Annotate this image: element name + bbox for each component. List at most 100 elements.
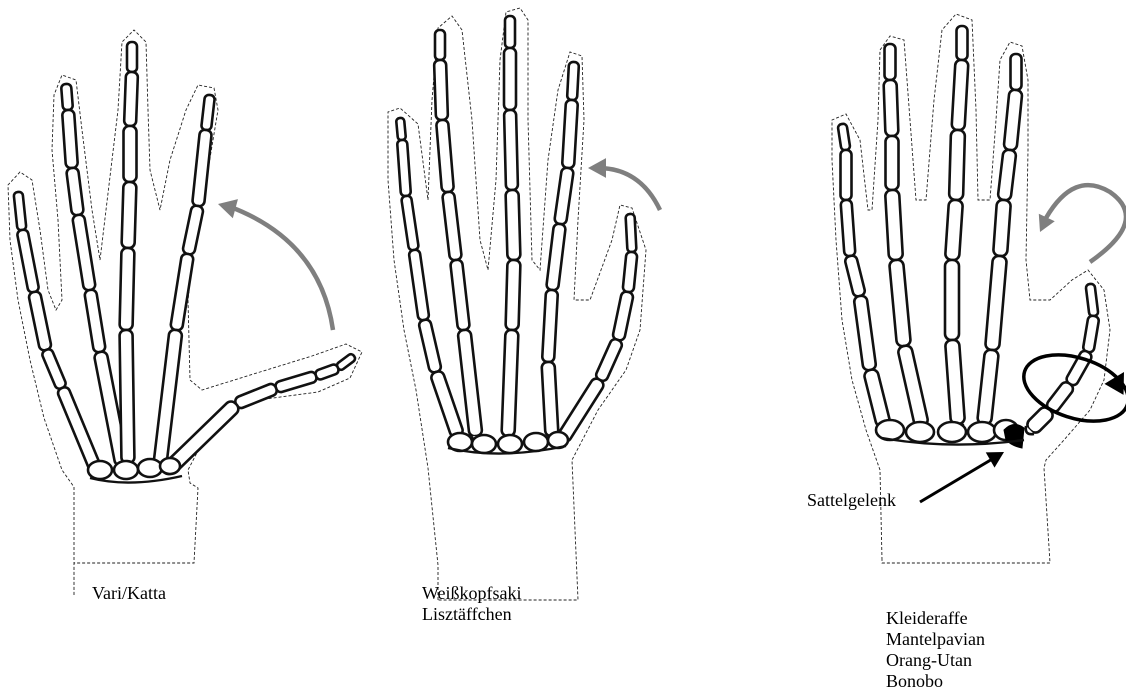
- caption-hand-2: Weißkopfsaki Lisztäffchen: [422, 583, 522, 625]
- finger-4-bone: [885, 190, 903, 261]
- finger-3-bone: [127, 42, 137, 72]
- caption-line: Orang-Utan: [886, 650, 985, 671]
- finger-4-bone: [442, 191, 462, 260]
- finger-3-bone: [945, 200, 963, 261]
- finger-4-bone: [889, 259, 911, 346]
- carpal-bone: [524, 433, 548, 451]
- hand-vari-katta: [8, 30, 362, 595]
- finger-2-bone: [154, 329, 183, 465]
- finger-5-bone: [841, 200, 856, 257]
- finger-2-bone: [562, 100, 578, 169]
- thumb-bone: [626, 214, 637, 252]
- finger-5-bone: [41, 348, 67, 390]
- caption-line: Lisztäffchen: [422, 604, 522, 625]
- caption-hand-3: Kleideraffe Mantelpavian Orang-Utan Bono…: [886, 608, 985, 692]
- hand-kleideraffe: [832, 14, 1126, 563]
- finger-2-bone: [977, 349, 999, 425]
- thumb-bone: [234, 382, 278, 409]
- thumb-bone: [595, 338, 624, 383]
- finger-3-bone: [504, 110, 518, 190]
- finger-5-bone: [863, 368, 891, 427]
- saddle-joint: [1004, 424, 1024, 448]
- carpal-bone: [472, 435, 496, 453]
- movement-arrow: [598, 168, 660, 210]
- finger-2-bone: [546, 223, 566, 290]
- hand-weisskopfsaki: [388, 8, 660, 600]
- carpal-bone: [968, 422, 996, 442]
- finger-4-bone: [897, 344, 929, 427]
- finger-3-bone: [952, 60, 969, 131]
- finger-5-bone: [854, 295, 877, 371]
- finger-2-bone: [201, 94, 215, 130]
- caption-line: Vari/Katta: [92, 583, 166, 604]
- carpal-bone: [938, 422, 966, 442]
- finger-4-bone: [84, 289, 106, 353]
- finger-2-bone: [182, 205, 204, 255]
- thumb-bone: [274, 371, 317, 394]
- finger-5-bone: [28, 291, 52, 351]
- thumb-bone: [612, 291, 634, 341]
- carpal-bone: [498, 435, 522, 453]
- finger-3-bone: [504, 48, 516, 110]
- thumb-bone: [623, 251, 638, 292]
- finger-3-bone: [120, 330, 135, 463]
- finger-5-bone: [430, 370, 464, 438]
- finger-5-bone: [409, 249, 430, 321]
- finger-5-bone: [14, 192, 27, 231]
- finger-3-bone: [505, 16, 515, 48]
- finger-4-bone: [886, 136, 899, 190]
- finger-2-bone: [1011, 54, 1022, 90]
- finger-3-bone: [945, 260, 959, 340]
- thumb-bone: [314, 363, 339, 380]
- finger-3-bone: [949, 130, 965, 200]
- sattelgelenk-label: Sattelgelenk: [807, 490, 896, 511]
- finger-2-bone: [1004, 89, 1023, 150]
- finger-3-bone: [945, 340, 965, 425]
- finger-4-bone: [434, 60, 448, 120]
- finger-3-bone: [506, 190, 521, 260]
- finger-5-bone: [397, 140, 411, 197]
- carpal-bone: [114, 461, 138, 479]
- caption-line: Kleideraffe: [886, 608, 985, 629]
- finger-2-bone: [542, 362, 559, 437]
- finger-4-bone: [72, 214, 96, 291]
- hand-outline: [832, 14, 1110, 563]
- carpal-bone: [88, 461, 112, 479]
- finger-2-bone: [993, 200, 1011, 257]
- finger-4-bone: [61, 84, 73, 111]
- finger-4-bone: [458, 329, 483, 436]
- caption-line: Weißkopfsaki: [422, 583, 522, 604]
- finger-2-bone: [554, 167, 574, 225]
- finger-5-bone: [56, 386, 101, 473]
- finger-3-bone: [502, 330, 519, 436]
- finger-5-bone: [401, 195, 419, 250]
- finger-4-bone: [66, 167, 84, 216]
- finger-5-bone: [396, 118, 406, 141]
- finger-4-bone: [885, 44, 896, 80]
- carpal-bone: [906, 422, 934, 442]
- finger-2-bone: [170, 253, 194, 331]
- finger-5-bone: [418, 319, 442, 374]
- thumb-bone: [1083, 315, 1100, 353]
- carpal-bone: [138, 459, 162, 477]
- finger-3-bone: [506, 260, 521, 330]
- arrow-head: [588, 158, 606, 178]
- finger-2-bone: [567, 62, 579, 101]
- thumb-bone: [1086, 283, 1099, 316]
- finger-4-bone: [435, 30, 445, 60]
- pointer-arrow: [920, 458, 994, 502]
- finger-4-bone: [884, 80, 899, 136]
- finger-2-bone: [998, 149, 1017, 201]
- finger-2-bone: [985, 255, 1007, 350]
- finger-3-bone: [124, 126, 137, 182]
- finger-3-bone: [957, 26, 968, 60]
- caption-line: Mantelpavian: [886, 629, 985, 650]
- finger-2-bone: [542, 290, 558, 363]
- caption-line: Bonobo: [886, 671, 985, 692]
- movement-arrow: [228, 206, 333, 330]
- finger-4-bone: [450, 259, 470, 330]
- finger-2-bone: [192, 129, 212, 206]
- finger-5-bone: [841, 150, 852, 200]
